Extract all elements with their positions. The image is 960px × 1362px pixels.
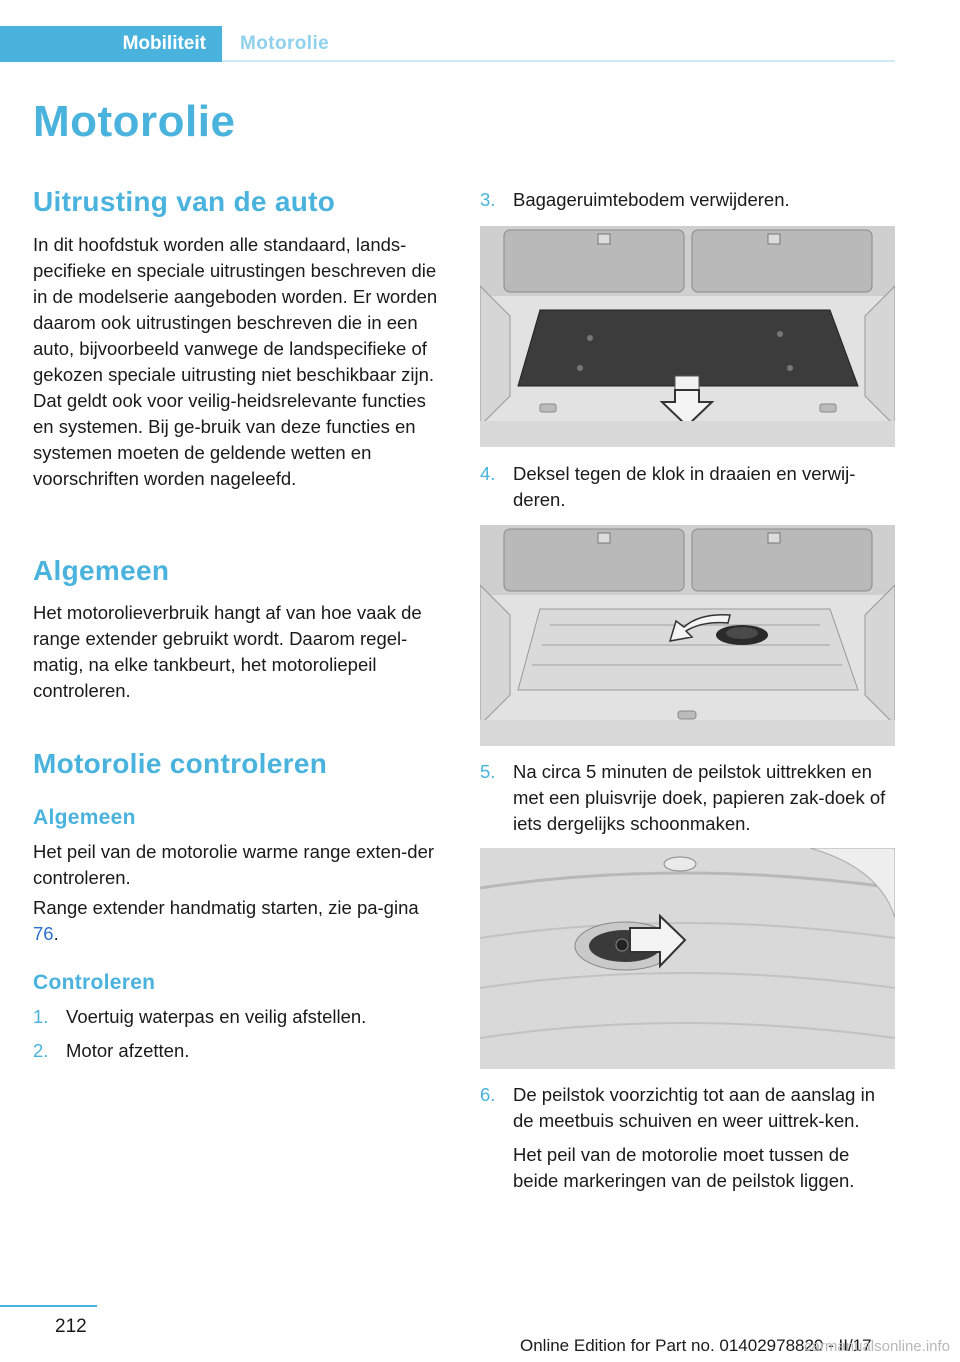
step-number: 1. — [33, 1006, 49, 1027]
heading-uitrusting: Uitrusting van de auto — [33, 186, 336, 217]
subheading-controleren: Controleren — [33, 971, 156, 994]
paragraph-peil: Het peil van de motorolie warme range ex… — [33, 841, 435, 888]
step-6: 6. De peilstok voorzichtig tot aan de aan… — [480, 1082, 895, 1202]
step-number: 2. — [33, 1040, 49, 1061]
step-item: 3. Bagageruimtebodem verwijderen. — [480, 187, 895, 213]
paragraph-text: Range extender handmatig starten, zie pa… — [33, 897, 419, 918]
header-divider — [222, 60, 895, 62]
subheading-algemeen: Algemeen — [33, 806, 136, 829]
section-tab-label: Mobiliteit — [122, 33, 206, 54]
trunk-cover-image — [480, 525, 895, 746]
section-tab-mobiliteit[interactable]: Mobiliteit — [0, 26, 222, 62]
page-link[interactable]: 76 — [33, 923, 54, 944]
breadcrumb-motorolie[interactable]: Motorolie — [240, 33, 330, 54]
edition-text: Online Edition for Part no. 01402978820 … — [520, 1336, 872, 1355]
paragraph-range-extender: Range extender handmatig starten, zie pa… — [33, 895, 433, 947]
steps-list-left: 1. Voertuig waterpas en veilig afstellen.… — [33, 1004, 453, 1072]
step-text: Voertuig waterpas en veilig afstellen. — [66, 1006, 367, 1027]
step-item: 5. Na circa 5 minuten de peilstok uittrek… — [480, 759, 895, 837]
step-text: Deksel tegen de klok in draaien en verwi… — [513, 463, 856, 510]
step-text: Na circa 5 minuten de peilstok uittrekke… — [513, 761, 886, 834]
step-item: 1. Voertuig waterpas en veilig afstellen. — [33, 1004, 453, 1030]
step-item: 4. Deksel tegen de klok in draaien en ver… — [480, 461, 895, 513]
step-5: 5. Na circa 5 minuten de peilstok uittrek… — [480, 759, 895, 845]
step-number: 3. — [480, 189, 496, 210]
step-number: 4. — [480, 463, 496, 484]
figure-dipstick — [480, 848, 895, 1069]
paragraph-algemeen: Het motorolieverbruik hangt af van hoe v… — [33, 602, 422, 701]
step-text: De peilstok voorzichtig tot aan de aansl… — [513, 1084, 875, 1131]
figure-remove-floor — [480, 226, 895, 447]
page-header: Mobiliteit Motorolie — [0, 26, 895, 62]
step-note: Het peil van de motorolie moet tussen de… — [513, 1144, 855, 1191]
step-text: Motor afzetten. — [66, 1040, 190, 1061]
watermark: carmanualsonline.info — [804, 1338, 950, 1355]
step-text: Bagageruimtebodem verwijderen. — [513, 189, 790, 210]
paragraph-text-end: . — [53, 923, 59, 944]
step-number: 5. — [480, 761, 496, 782]
trunk-floor-image — [480, 226, 895, 447]
footer-divider — [0, 1305, 97, 1307]
page-number: 212 — [55, 1316, 87, 1337]
paragraph-uitrusting: In dit hoofdstuk worden alle standaard, … — [33, 234, 438, 489]
dipstick-image — [480, 848, 895, 1069]
heading-motorolie-controleren: Motorolie controleren — [33, 748, 328, 779]
step-item: 2. Motor afzetten. — [33, 1038, 453, 1064]
heading-algemeen: Algemeen — [33, 555, 170, 586]
page-title: Motorolie — [33, 97, 236, 146]
figure-remove-cover — [480, 525, 895, 746]
step-3: 3. Bagageruimtebodem verwijderen. — [480, 187, 895, 221]
step-number: 6. — [480, 1084, 496, 1105]
step-4: 4. Deksel tegen de klok in draaien en ver… — [480, 461, 895, 521]
step-item: 6. De peilstok voorzichtig tot aan de aan… — [480, 1082, 895, 1194]
